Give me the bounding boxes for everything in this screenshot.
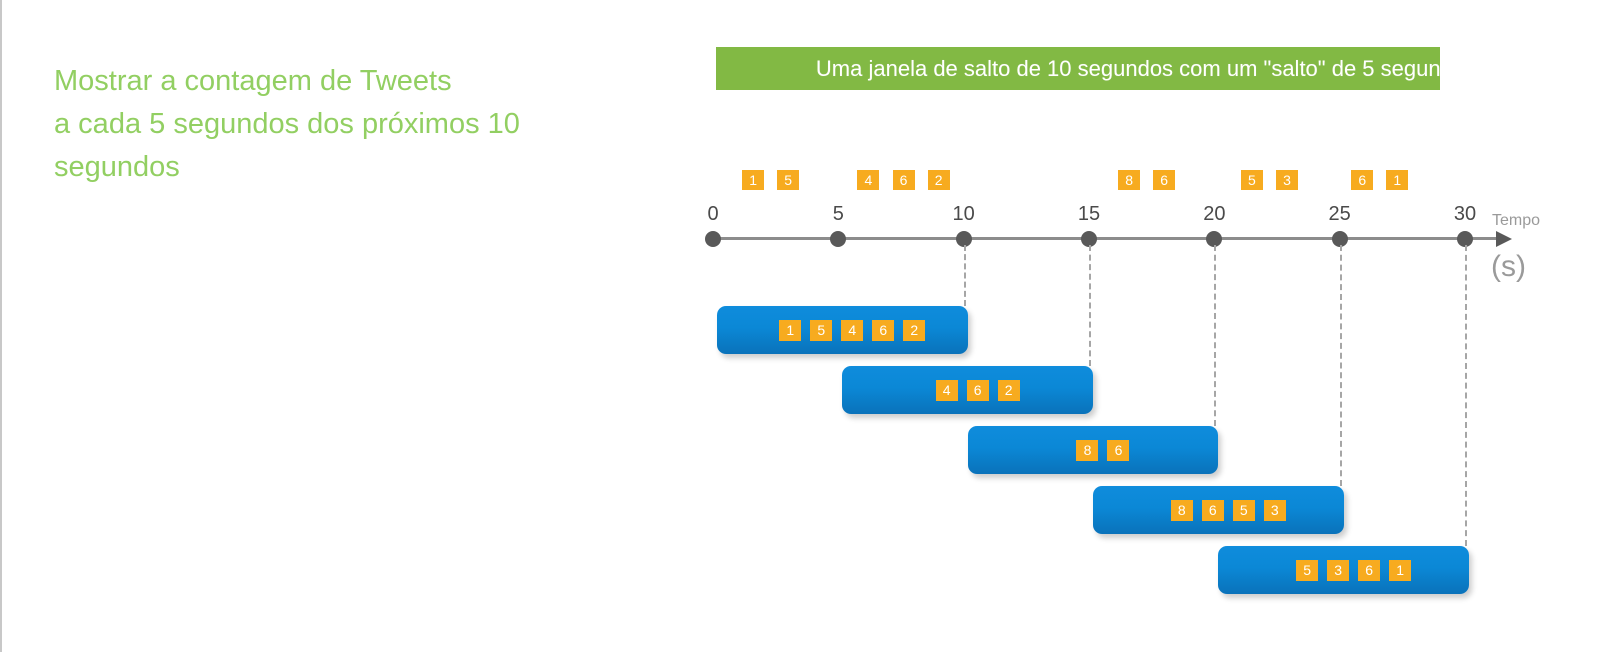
window-end-drop-line [963,245,966,306]
tweet-event-badge: 3 [1276,170,1299,190]
window-count-badge: 6 [1201,499,1224,521]
timeline-tick-label-5: 5 [832,203,844,225]
window-count-badge: 3 [1263,499,1286,521]
timeline-tick-label-10: 10 [952,203,975,225]
tweet-event-badge: 1 [1386,170,1409,190]
hopping-window-banner-label: Uma janela de salto de 10 segundos com u… [815,56,1477,81]
timeline-tick-dot-10 [955,231,972,247]
window-count-badge: 6 [966,379,989,401]
tweet-event-badge: 1 [742,170,765,190]
tweet-event-badge: 6 [1351,170,1374,190]
timeline-tick-dot-0 [705,231,721,247]
timeline-tick-label-30: 30 [1453,203,1477,225]
tweet-event-badge: 8 [1118,170,1141,190]
timeline-tick-dot-15 [1081,231,1097,247]
timeline-tick-label-0: 0 [707,203,719,225]
window-count-badge: 1 [779,319,802,341]
timeline-tick-label-15: 15 [1077,203,1101,225]
window-count-badge: 8 [1076,439,1099,461]
tweet-event-badge: 2 [927,170,950,190]
window-count-badge: 6 [1107,439,1130,461]
tweet-event-badge: 6 [892,170,915,190]
timeline-tick-dot-25 [1331,231,1348,247]
window-count-badge: 5 [810,319,833,341]
window-count-badge: 1 [1389,559,1412,581]
timeline-axis-line [713,237,1503,240]
timeline-tick-dot-30 [1457,231,1473,247]
page-title-line-1: Mostrar a contagem de Tweets [54,65,452,97]
window-end-drop-line [1089,245,1091,366]
window-count-badge: 5 [1232,499,1255,521]
timeline-tick-label-20: 20 [1203,203,1226,225]
tweet-event-badge: 4 [857,170,880,190]
page-title-line-2: a cada 5 segundos dos próximos 10 [54,108,520,140]
page-title-line-3: segundos [54,151,180,183]
timeline-tick-dot-5 [830,231,847,247]
window-count-badge: 8 [1170,499,1193,521]
window-count-badge: 2 [903,319,926,341]
window-end-drop-line [1465,245,1467,546]
window-count-badge: 4 [935,379,958,401]
tweet-event-badge: 5 [1240,170,1263,190]
timeline-axis-label: Tempo [1492,212,1541,229]
timeline-arrow-icon [1496,231,1512,247]
tweet-event-badge: 6 [1153,170,1176,190]
timeline-tick-dot-20 [1206,231,1223,247]
window-count-badge: 4 [841,319,864,341]
window-count-badge: 2 [997,379,1020,401]
window-count-badge: 6 [872,319,895,341]
window-end-drop-line [1339,245,1342,486]
window-end-drop-line [1214,245,1217,426]
timeline-tick-label-25: 25 [1328,203,1351,225]
tweet-event-badge: 5 [777,170,800,190]
window-count-badge: 5 [1296,559,1319,581]
hopping-window-banner [716,47,1440,90]
page-title: Mostrar a contagem de Tweets a cada 5 se… [54,60,614,189]
window-count-badge: 3 [1327,559,1350,581]
timeline-axis-unit: (s) [1491,250,1526,283]
window-count-badge: 6 [1358,559,1381,581]
